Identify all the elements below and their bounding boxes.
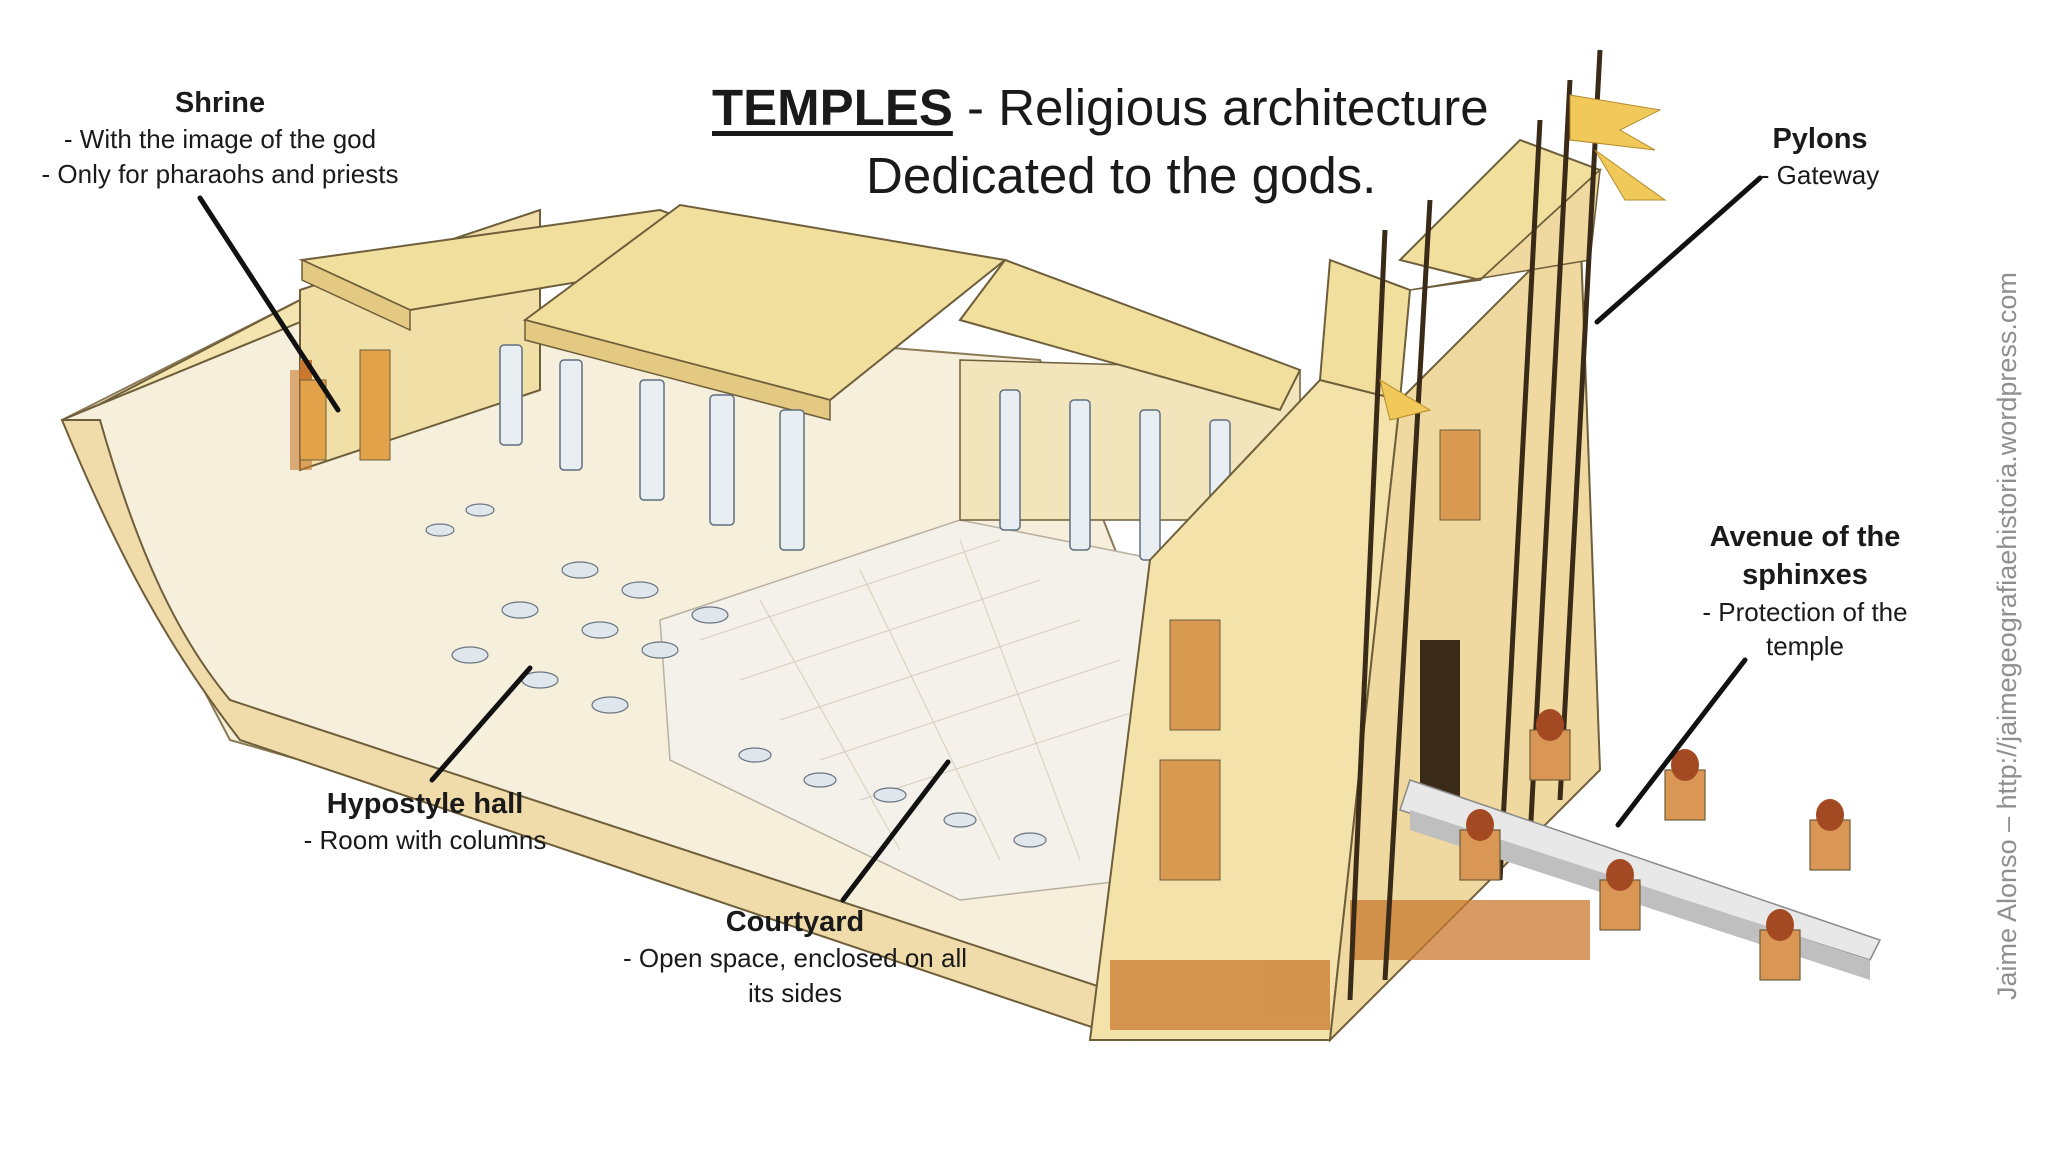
pylons-leader	[1594, 175, 1763, 325]
slide-title-line2: Dedicated to the gods.	[866, 147, 1377, 204]
slide-title-line1: TEMPLES - Religious architecture	[712, 78, 1489, 137]
avenue-desc-1: - Protection of the	[1702, 596, 1908, 627]
avenue-heading-1: Avenue of the	[1709, 521, 1901, 553]
label-shrine: Shrine - With the image of the god - Onl…	[20, 84, 420, 191]
pylons-heading: Pylons	[1772, 123, 1868, 155]
hypostyle-columns	[499, 344, 805, 551]
avenue-desc-2: temple	[1765, 630, 1845, 661]
avenue-heading-2: sphinxes	[1742, 559, 1868, 592]
shrine-statues	[299, 349, 391, 461]
courtyard-desc-1: - Open space, enclosed on all	[623, 943, 967, 974]
hypostyle-heading: Hypostyle hall	[326, 788, 524, 820]
column-bases	[425, 503, 729, 714]
pylons-desc: - Gateway	[1760, 160, 1880, 191]
title-subtitle: Religious architecture	[998, 79, 1489, 136]
courtyard-colonnade	[738, 258, 1302, 848]
avenue-leader	[1615, 657, 1748, 828]
shrine-heading: Shrine	[174, 87, 266, 119]
hypostyle-leader	[429, 665, 533, 783]
avenue-of-sphinxes	[1399, 709, 1882, 981]
shrine-desc-2: - Only for pharaohs and priests	[41, 158, 399, 189]
courtyard-heading: Courtyard	[725, 906, 865, 938]
author-credit: Jaime Alonso – http://jaimegeografiaehis…	[1992, 272, 2022, 1000]
label-pylons: Pylons - Gateway	[1730, 120, 1910, 193]
courtyard-leader	[840, 759, 951, 903]
courtyard-desc-2: its sides	[748, 977, 842, 1008]
pylons	[1088, 49, 1667, 1043]
hypostyle-desc: - Room with columns	[303, 825, 547, 856]
leader-lines	[197, 175, 1763, 903]
title-main: TEMPLES	[712, 79, 953, 136]
label-hypostyle: Hypostyle hall - Room with columns	[270, 785, 580, 858]
shrine-leader	[197, 195, 341, 413]
label-courtyard: Courtyard - Open space, enclosed on all …	[600, 903, 990, 1010]
title-dash: -	[952, 79, 999, 136]
shrine-desc-1: - With the image of the god	[63, 124, 377, 155]
label-avenue: Avenue of the sphinxes - Protection of t…	[1675, 518, 1935, 663]
hypostyle-roof	[522, 203, 1008, 421]
